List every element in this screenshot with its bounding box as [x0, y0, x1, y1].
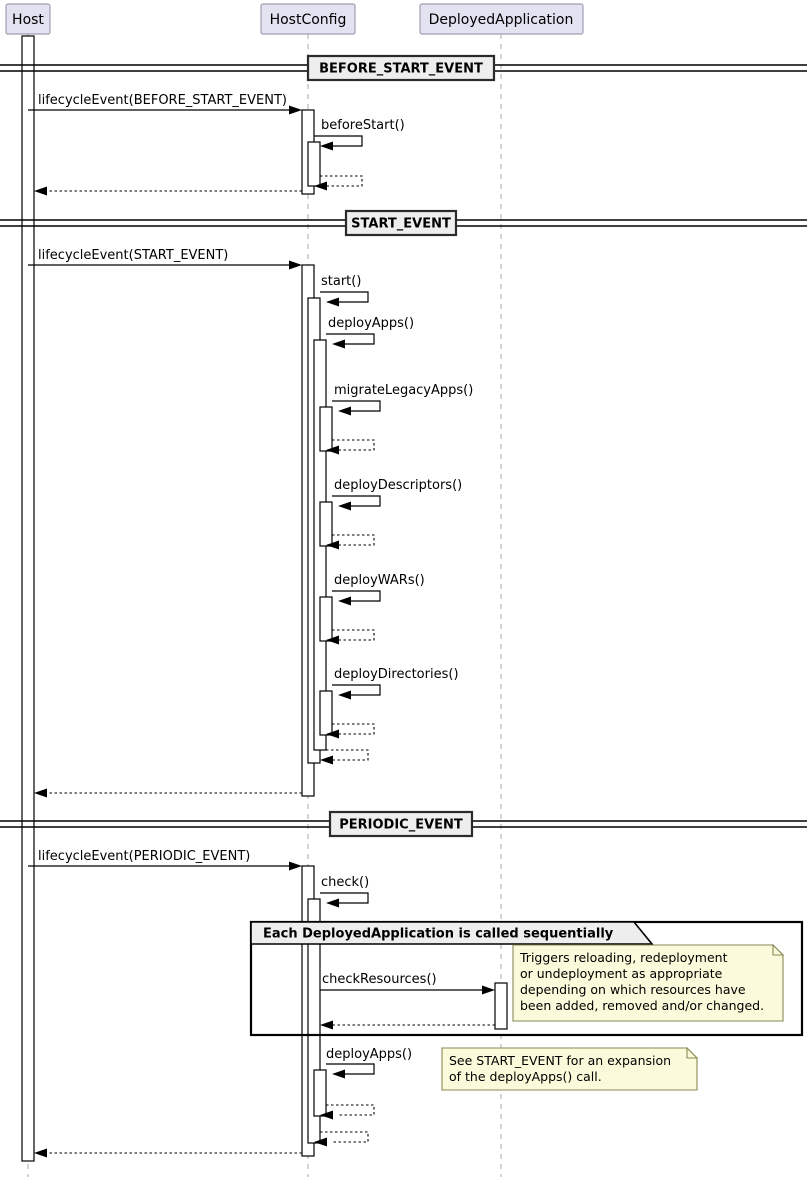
message-label: migrateLegacyApps() — [334, 383, 473, 398]
message-deploydescriptors-return — [326, 534, 375, 550]
message-deploydescriptors-self: deployDescriptors() — [332, 478, 462, 511]
message-label: checkResources() — [322, 972, 437, 987]
group-each-deployedapplication: Each DeployedApplication is called seque… — [249, 920, 804, 1037]
message-label: deployApps() — [326, 1047, 412, 1062]
message-lifecycle-before-start: lifecycleEvent(BEFORE_START_EVENT) — [28, 93, 302, 115]
message-checkresources-return — [320, 1020, 495, 1030]
divider-label: PERIODIC_EVENT — [339, 818, 463, 833]
message-before-start-self-return — [314, 175, 363, 191]
message-deploydirectories-self: deployDirectories() — [332, 667, 459, 700]
message-migratelegacyapps-return — [326, 439, 375, 455]
message-periodic-return-host — [34, 1148, 302, 1158]
activation-hostconfig-deploydirectories-self — [319, 690, 333, 736]
participant-hostconfig[interactable]: HostConfig — [260, 3, 356, 35]
message-label: check() — [321, 875, 369, 890]
message-label: lifecycleEvent(START_EVENT) — [38, 248, 228, 263]
message-label: beforeStart() — [321, 118, 405, 133]
note-line: depending on which resources have — [520, 982, 746, 997]
divider-start-event: START_EVENT — [0, 209, 807, 237]
arrowhead-solid — [289, 105, 302, 115]
activation-hostconfig-deploywars-self — [319, 596, 333, 642]
participant-headers: Host HostConfig DeployedApplication — [5, 3, 584, 35]
messages-group-and-tail: checkResources() deployApps() — [34, 972, 495, 1158]
activation-hostconfig-beforestart-self — [307, 141, 321, 187]
activation-hostconfig-periodic-deployapps-self — [313, 1069, 327, 1117]
message-lifecycle-periodic: lifecycleEvent(PERIODIC_EVENT) — [28, 849, 302, 871]
message-check-return — [314, 1131, 369, 1147]
message-before-start-return-host — [34, 186, 302, 196]
divider-before-start-event: BEFORE_START_EVENT — [0, 54, 807, 82]
note-deploy-apps: See START_EVENT for an expansion of the … — [441, 1046, 699, 1091]
message-lifecycle-start: lifecycleEvent(START_EVENT) — [28, 248, 302, 270]
participant-label: DeployedApplication — [429, 12, 574, 28]
dividers: BEFORE_START_EVENT START_EVENT PERIODIC_… — [0, 54, 807, 838]
message-label: lifecycleEvent(PERIODIC_EVENT) — [38, 849, 250, 864]
message-label: deployDescriptors() — [334, 478, 462, 493]
participant-label: HostConfig — [270, 12, 347, 28]
message-label: deployWARs() — [334, 573, 425, 588]
message-label: deployApps() — [328, 316, 414, 331]
message-label: deployDirectories() — [334, 667, 459, 682]
note-line: Triggers reloading, redeployment — [519, 950, 728, 965]
message-start-self: start() — [320, 274, 369, 307]
participant-host[interactable]: Host — [5, 3, 51, 35]
participant-deployedapplication[interactable]: DeployedApplication — [419, 3, 584, 35]
note-line: See START_EVENT for an expansion — [449, 1053, 671, 1068]
message-deploydirectories-return — [326, 723, 375, 739]
message-deploywars-self: deployWARs() — [332, 573, 425, 606]
messages: lifecycleEvent(BEFORE_START_EVENT) befor… — [28, 93, 473, 908]
notes: Triggers reloading, redeployment or unde… — [441, 943, 785, 1091]
note-line: or undeployment as appropriate — [520, 966, 723, 981]
message-deployapps-self: deployApps() — [326, 316, 414, 349]
message-check-self: check() — [320, 875, 369, 908]
message-periodic-deployapps-return — [320, 1104, 375, 1120]
message-label: lifecycleEvent(BEFORE_START_EVENT) — [38, 93, 287, 108]
message-deployapps-return — [320, 749, 369, 765]
note-check-resources: Triggers reloading, redeployment or unde… — [512, 943, 785, 1022]
activation-hostconfig-deploydescriptors-self — [319, 501, 333, 547]
divider-periodic-event: PERIODIC_EVENT — [0, 810, 807, 838]
note-line: of the deployApps() call. — [449, 1069, 602, 1084]
divider-label: BEFORE_START_EVENT — [319, 62, 483, 77]
group-label: Each DeployedApplication is called seque… — [263, 927, 614, 942]
activation-deployedapplication-checkresources — [494, 982, 508, 1030]
activation-hostconfig-migratelegacyapps-self — [319, 406, 333, 452]
message-label: start() — [321, 274, 361, 289]
divider-label: START_EVENT — [351, 217, 451, 232]
message-start-return-host — [34, 788, 302, 798]
message-periodic-deployapps-self: deployApps() — [326, 1047, 412, 1079]
message-deploywars-return — [326, 629, 375, 645]
message-before-start-self: beforeStart() — [314, 118, 405, 151]
activation-host-root — [21, 35, 35, 1162]
participant-label: Host — [12, 12, 44, 28]
note-line: been added, removed and/or changed. — [520, 998, 764, 1013]
activation-bars — [21, 35, 508, 1162]
message-migratelegacyapps-self: migrateLegacyApps() — [332, 383, 473, 416]
lifelines — [27, 34, 502, 1177]
message-checkresources: checkResources() — [320, 972, 495, 995]
